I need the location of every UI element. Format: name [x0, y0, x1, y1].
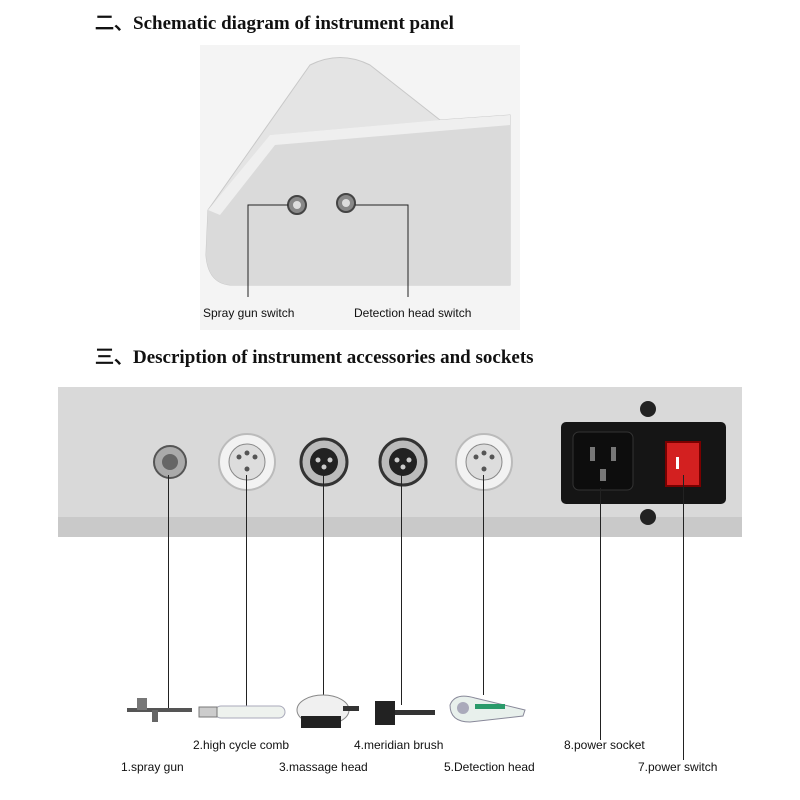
- leader-line-2: [246, 475, 247, 710]
- label-power-switch: 7.power switch: [638, 760, 718, 774]
- leader-line-4: [401, 475, 402, 705]
- leader-line-8: [600, 488, 601, 740]
- leader-line-5: [483, 475, 484, 695]
- spray-gun-socket: [153, 445, 187, 479]
- meridian-brush-socket: [378, 437, 428, 487]
- section-2-heading: 二、Schematic diagram of instrument panel: [95, 13, 454, 34]
- massage-head-socket: [299, 437, 349, 487]
- socket-panel-photo: [58, 387, 742, 537]
- leader-line-7: [683, 475, 684, 760]
- label-high-cycle-comb: 2.high cycle comb: [193, 738, 290, 752]
- detection-head-switch-label: Detection head switch: [354, 306, 472, 320]
- leader-line-3: [323, 475, 324, 705]
- detection-head-image: [449, 695, 526, 723]
- high-cycle-comb-image: [198, 705, 286, 719]
- instrument-panel-photo: [200, 45, 520, 330]
- spray-gun-switch-label: Spray gun switch: [203, 306, 295, 320]
- label-massage-head: 3.massage head: [279, 760, 368, 774]
- massage-head-image: [296, 694, 359, 728]
- label-meridian-brush: 4.meridian brush: [354, 738, 444, 752]
- spray-gun-image: [127, 698, 192, 722]
- label-detection-head: 5.Detection head: [444, 760, 535, 774]
- section-3-heading: 三、Description of instrument accessories …: [95, 347, 534, 368]
- leader-line-1: [168, 475, 169, 710]
- meridian-brush-image: [375, 701, 435, 725]
- label-power-socket: 8.power socket: [564, 738, 645, 752]
- detection-head-socket: [455, 433, 513, 491]
- high-cycle-comb-socket: [218, 433, 276, 491]
- label-spray-gun: 1.spray gun: [121, 760, 184, 774]
